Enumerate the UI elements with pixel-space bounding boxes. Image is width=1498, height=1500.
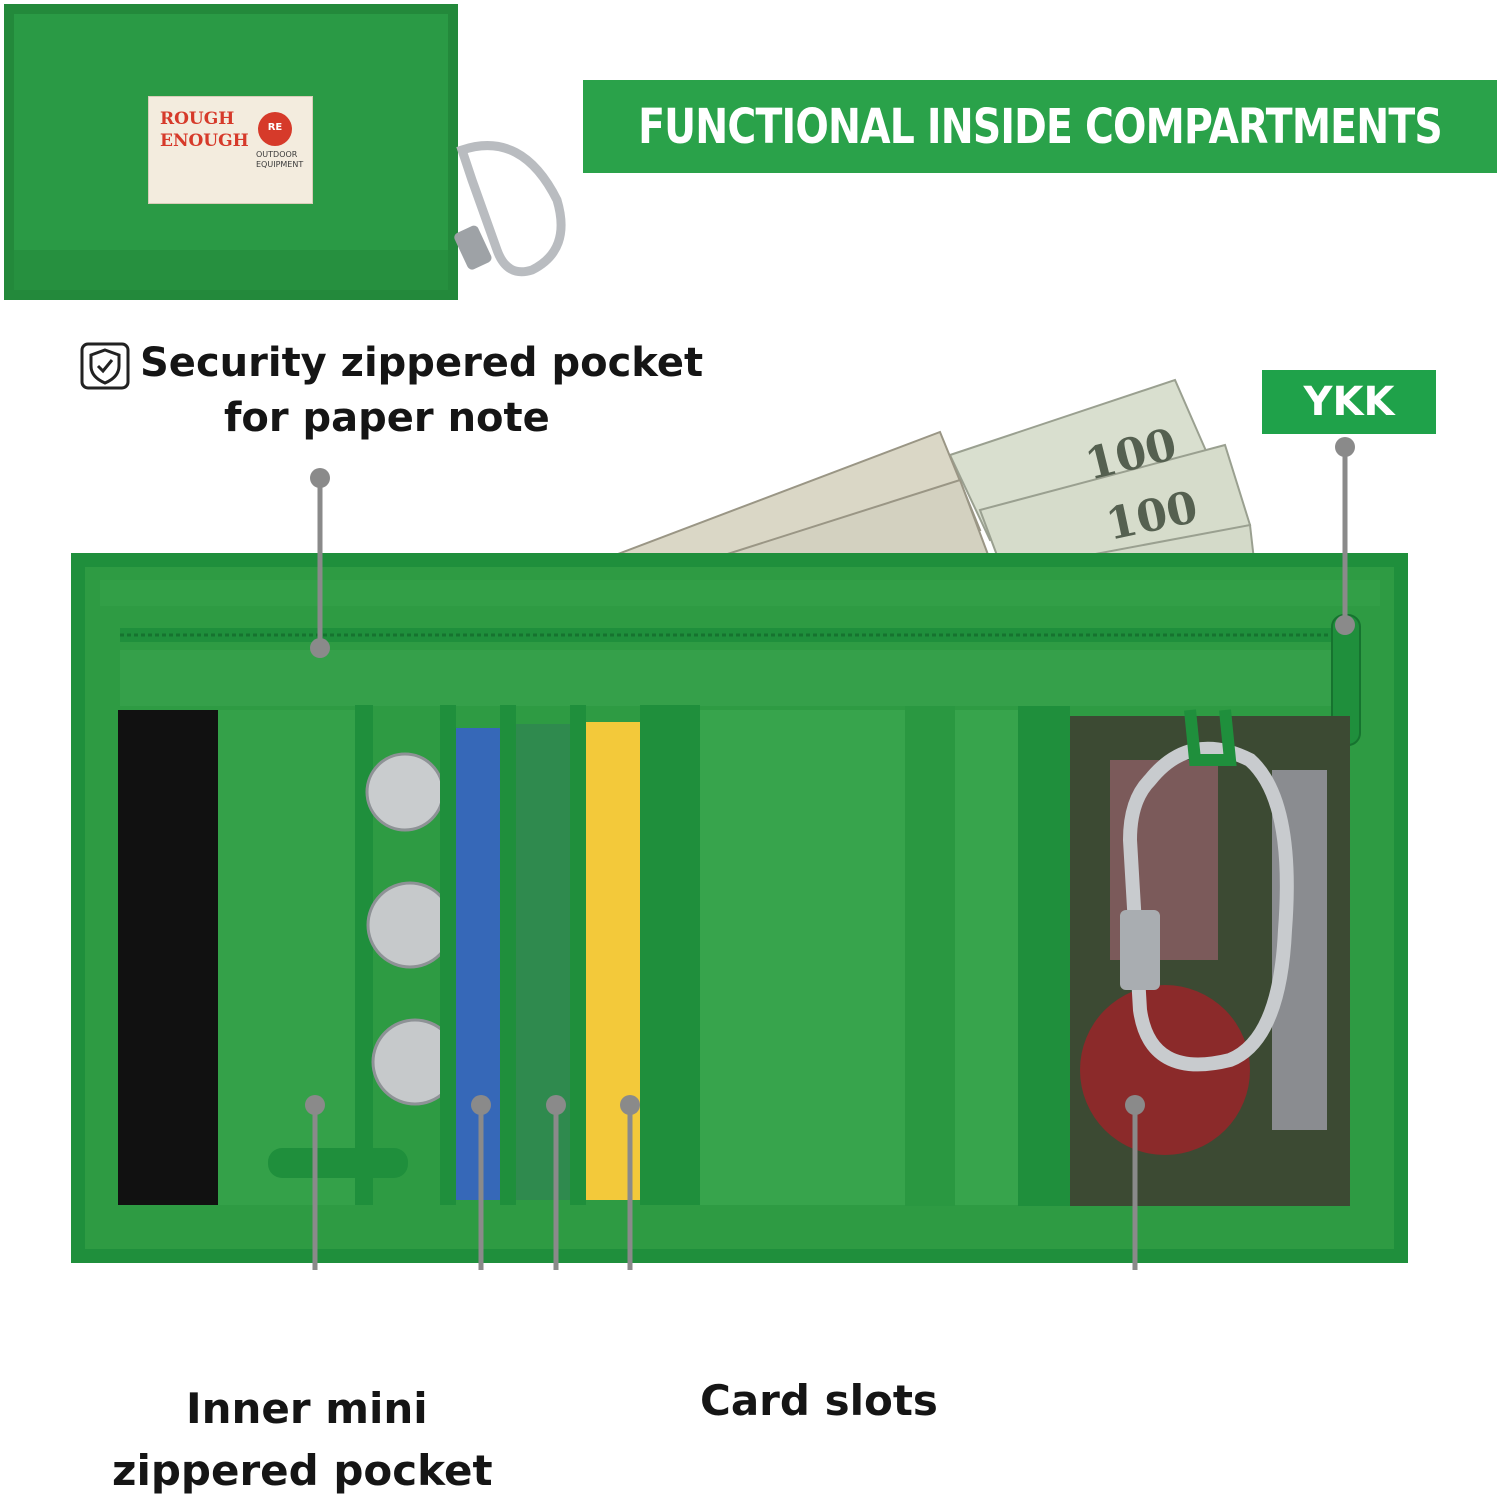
brand-badge: RE bbox=[267, 122, 283, 133]
brand-tag-sub: OUTDOOR EQUIPMENT bbox=[256, 150, 304, 169]
card-slots-label: Card slots bbox=[700, 1376, 938, 1425]
brand-line-1: ROUGH bbox=[160, 109, 235, 129]
ykk-tag bbox=[1262, 370, 1436, 434]
banner-title: FUNCTIONAL INSIDE COMPARTMENTS bbox=[638, 98, 1443, 155]
ykk-label: YKK bbox=[1303, 379, 1395, 425]
paw-logo-icon bbox=[258, 112, 292, 146]
brand-line-2: ENOUGH bbox=[160, 131, 249, 151]
shield-check-icon bbox=[80, 342, 130, 390]
inner-pocket-label-1: Inner mini bbox=[186, 1384, 428, 1433]
security-pocket-label-2: for paper note bbox=[224, 395, 550, 441]
brand-tag bbox=[148, 96, 313, 204]
inner-pocket-label-2: zippered pocket bbox=[112, 1446, 493, 1495]
open-wallet-image: 100 100 100 bbox=[71, 378, 1408, 1270]
brand-tag-name: ROUGH ENOUGH bbox=[160, 108, 255, 152]
leader-lines bbox=[312, 447, 1348, 1270]
title-banner bbox=[583, 80, 1497, 173]
security-pocket-label-1: Security zippered pocket bbox=[140, 340, 704, 386]
carabiner-icon bbox=[454, 141, 566, 277]
